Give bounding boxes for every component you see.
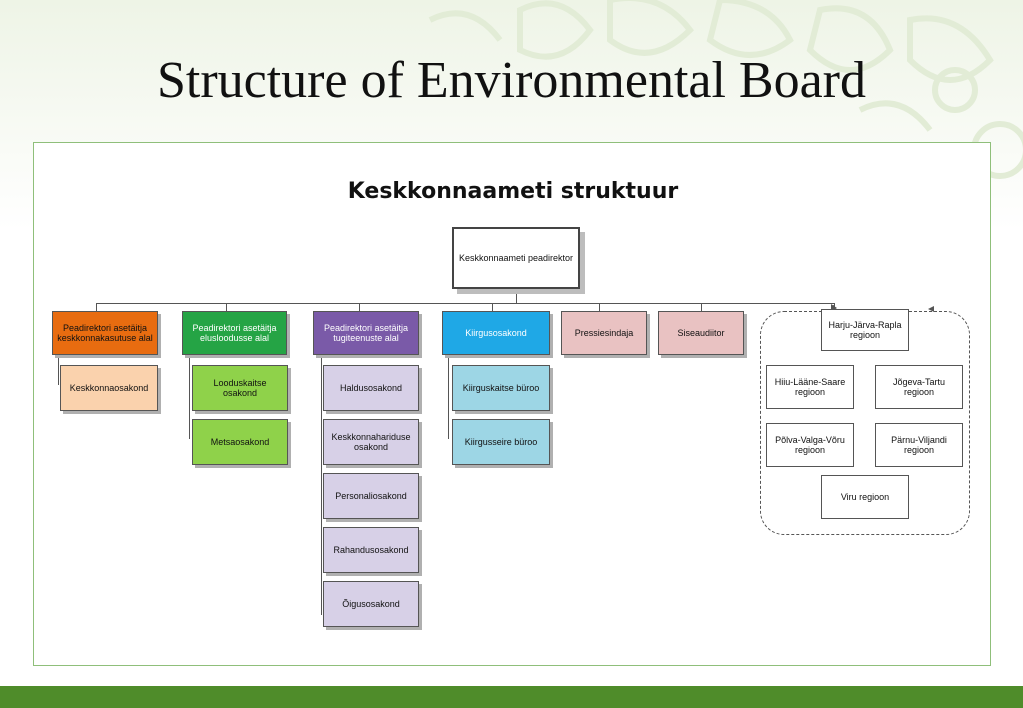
org-box-viru: Viru regioon (821, 475, 909, 519)
org-box-kiirgusosakond: Kiirgusosakond (442, 311, 550, 355)
connector-to-kiirgus (492, 303, 493, 311)
org-box-polva: Põlva-Valga-Võru regioon (766, 423, 854, 467)
org-box-personaliosakond: Personaliosakond (323, 473, 419, 519)
chart-title: Keskkonnaameti struktuur (347, 179, 679, 204)
org-box-jogeva: Jõgeva-Tartu regioon (875, 365, 963, 409)
connector-top-vertical (516, 289, 517, 304)
connector-dept1 (58, 355, 59, 385)
org-box-kiirguskaitse: Kiirguskaitse büroo (452, 365, 550, 411)
org-box-rahandusosakond: Rahandusosakond (323, 527, 419, 573)
org-box-deputy-keskkonnakasutus: Peadirektori asetäitja keskkonnakasutuse… (52, 311, 158, 355)
slide-title: Structure of Environmental Board (156, 52, 867, 109)
connector-dept2 (189, 355, 190, 439)
org-box-pressiesindaja: Pressiesindaja (561, 311, 647, 355)
connector-dept3 (321, 355, 322, 615)
org-box-deputy-elusloodus: Peadirektori asetäitja elusloodusse alal (182, 311, 287, 355)
org-box-oigusosakond: Õigusosakond (323, 581, 419, 627)
connector-horizontal-bus (96, 303, 834, 304)
org-box-looduskaitse: Looduskaitse osakond (192, 365, 288, 411)
org-box-harju: Harju-Järva-Rapla regioon (821, 309, 909, 351)
org-box-keskkonnaosakond: Keskkonnaosakond (60, 365, 158, 411)
connector-to-deputy-2 (226, 303, 227, 311)
connector-to-pressiesindaja (599, 303, 600, 311)
org-chart-panel: Keskkonnaameti struktuur Keskkonnaameti … (33, 142, 991, 666)
org-box-haldusosakond: Haldusosakond (323, 365, 419, 411)
footer-bar (0, 686, 1023, 708)
org-box-kiirgusseire: Kiirgusseire büroo (452, 419, 550, 465)
org-box-peadirektor: Keskkonnaameti peadirektor (452, 227, 580, 289)
org-box-siseaudiitor: Siseaudiitor (658, 311, 744, 355)
org-box-keskkonnahariduse: Keskkonnahariduse osakond (323, 419, 419, 465)
connector-to-siseaudiitor (701, 303, 702, 311)
connector-to-deputy-3 (359, 303, 360, 311)
connector-kiirgus-units (448, 355, 449, 439)
org-box-deputy-tugiteenus: Peadirektori asetäitja tugiteenuste alal (313, 311, 419, 355)
connector-to-deputy-1 (96, 303, 97, 311)
org-box-hiiu: Hiiu-Lääne-Saare regioon (766, 365, 854, 409)
org-box-metsaosakond: Metsaosakond (192, 419, 288, 465)
org-box-parnu: Pärnu-Viljandi regioon (875, 423, 963, 467)
